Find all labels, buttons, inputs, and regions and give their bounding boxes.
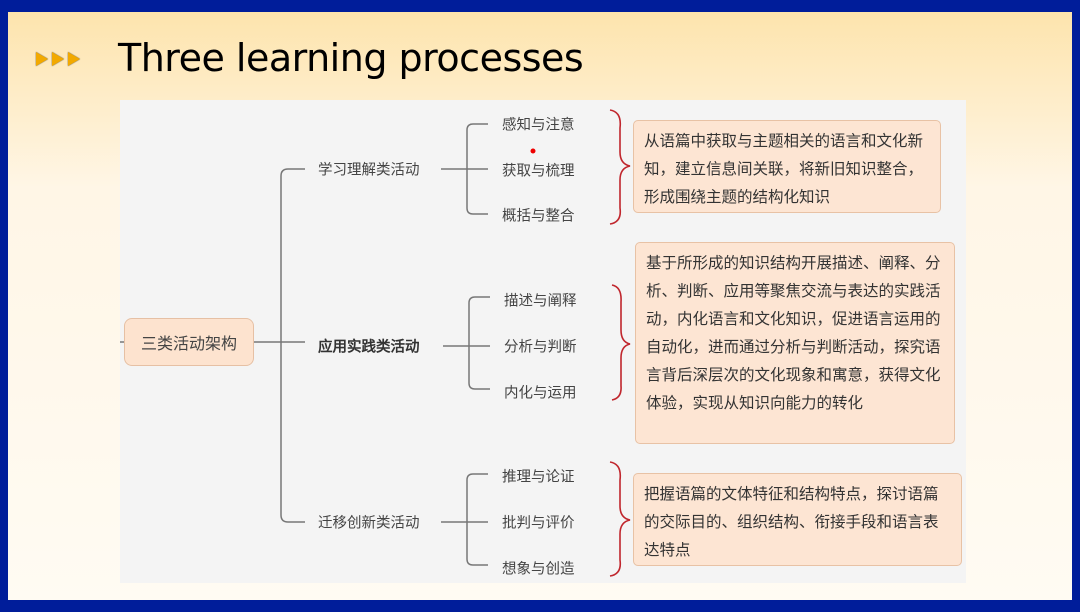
leaf-node: 获取与梳理	[502, 163, 575, 180]
triple-arrow-icon	[36, 52, 80, 66]
leaf-node: 推理与论证	[502, 469, 575, 486]
leaf-node: 批判与评价	[502, 515, 575, 532]
leaf-node: 概括与整合	[502, 208, 575, 225]
leaf-node: 描述与阐释	[504, 293, 577, 310]
leaf-node: 分析与判断	[504, 339, 577, 356]
branch-node: 迁移创新类活动	[318, 515, 420, 532]
branch-node: 学习理解类活动	[318, 162, 420, 179]
branch-node: 应用实践类活动	[318, 339, 420, 356]
root-node: 三类活动架构	[124, 318, 254, 366]
leaf-node: 内化与运用	[504, 385, 577, 402]
red-dot-marker	[530, 148, 536, 154]
leaf-node: 想象与创造	[502, 561, 575, 578]
description-box: 基于所形成的知识结构开展描述、阐释、分析、判断、应用等聚焦交流与表达的实践活动，…	[635, 242, 955, 444]
description-box: 从语篇中获取与主题相关的语言和文化新知，建立信息间关联，将新旧知识整合，形成围绕…	[633, 120, 941, 213]
description-box: 把握语篇的文体特征和结构特点，探讨语篇的交际目的、组织结构、衔接手段和语言表达特…	[633, 473, 962, 566]
leaf-node: 感知与注意	[502, 117, 575, 134]
slide-title: Three learning processes	[118, 36, 584, 80]
